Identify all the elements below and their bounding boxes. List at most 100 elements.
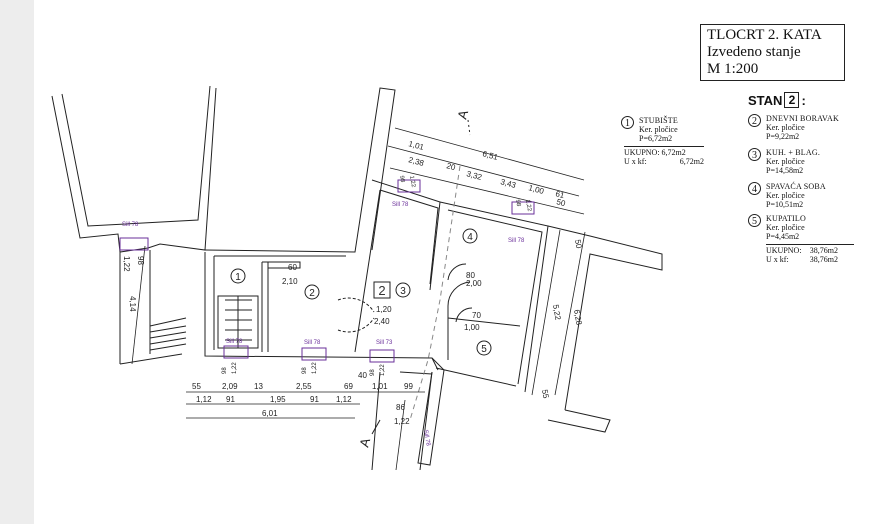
legend-room-3: 3 KUH. + BLAG. Ker. pločice P=14,58m2 <box>748 148 848 182</box>
room-marker-1 <box>230 268 246 284</box>
dim-label: 1,95 <box>270 395 286 404</box>
dim-label: 91 <box>226 395 235 404</box>
room-number-4: 4 <box>467 232 473 243</box>
room-marker-4 <box>462 228 478 244</box>
dim-label: 60 <box>288 263 297 272</box>
dim-label: 55 <box>192 382 201 391</box>
stan-number: 2 <box>784 92 800 108</box>
room-number-5: 5 <box>481 344 487 355</box>
room-floor: Ker. pločice <box>766 123 805 132</box>
dim-label: 98 <box>222 367 228 374</box>
legend-room-1: 1 STUBIŠTE Ker. pločice P=6,72m2 <box>621 116 711 156</box>
room-number-circle: 2 <box>748 114 761 127</box>
dim-label: 98 <box>302 367 308 374</box>
room-name: SPAVAĆA SOBA <box>766 182 826 191</box>
title-line-2: Izvedeno stanje <box>707 44 801 60</box>
dim-label: 3,32 <box>465 169 483 182</box>
dim-label: 98 <box>398 175 405 183</box>
dim-label: 4,14 <box>128 296 137 312</box>
dim-label: 40 <box>358 371 367 380</box>
sill-label: Sill 78 <box>422 429 431 447</box>
dim-label: 98 <box>136 256 145 265</box>
dim-label: 91 <box>310 395 319 404</box>
dim-label: 99 <box>404 382 413 391</box>
dim-label: 98 <box>514 199 521 207</box>
unit-tag: 2 <box>378 283 385 298</box>
dim-label: 20 <box>445 161 456 172</box>
dim-label: 2,00 <box>466 279 482 288</box>
dim-label: 70 <box>472 311 481 320</box>
section-mark-bottom: A <box>356 436 373 449</box>
dim-label: 1,22 <box>380 364 386 376</box>
dim-label: 1,22 <box>232 362 238 374</box>
room-name: DNEVNI BORAVAK <box>766 114 839 123</box>
room-number-3: 3 <box>400 286 406 297</box>
legend-left-totals: UKUPNO: 6,72m2 U x kf: 6,72m2 <box>624 146 704 166</box>
room-area: P=9,22m2 <box>766 132 800 141</box>
dim-label: 2,38 <box>407 155 425 168</box>
dim-label: 1,12 <box>336 395 352 404</box>
dim-label: 6,28 <box>572 309 584 326</box>
sill-label: Sill 78 <box>508 238 525 244</box>
stan-suffix: : <box>801 92 806 108</box>
coef-value: 6,72m2 <box>679 157 704 166</box>
dim-label: 2,10 <box>282 277 298 286</box>
stan-heading: STAN 2 : <box>748 92 806 108</box>
room-marker-2 <box>304 284 320 300</box>
dim-label: 1,00 <box>527 183 545 196</box>
unit-tag-box <box>373 281 391 299</box>
title-block: TLOCRT 2. KATA Izvedeno stanje M 1:200 <box>700 24 845 81</box>
title-line-3: M 1:200 <box>707 61 759 77</box>
room-floor: Ker. pločice <box>766 191 805 200</box>
sill-label: Sill 78 <box>122 222 139 228</box>
room-name: KUH. + BLAG. <box>766 148 821 157</box>
dim-label: 2,55 <box>296 382 312 391</box>
total-label: UKUPNO: <box>766 246 802 255</box>
legend-room-4: 4 SPAVAĆA SOBA Ker. pločice P=10,51m2 <box>748 182 848 216</box>
dim-label: 6,01 <box>262 409 278 418</box>
room-floor: Ker. pločice <box>639 125 678 134</box>
dim-label: 1,22 <box>408 175 416 188</box>
dim-label: 80 <box>466 271 475 280</box>
room-area: P=14,58m2 <box>766 166 804 175</box>
dim-label: 1,22 <box>122 256 131 272</box>
stan-label: STAN <box>748 92 783 108</box>
dim-label: 1,01 <box>407 139 425 152</box>
plan-room-markers: 1 2 3 4 5 <box>230 228 492 356</box>
room-floor: Ker. pločice <box>766 157 805 166</box>
room-name: KUPATILO <box>766 214 806 223</box>
room-number-circle: 1 <box>621 116 634 129</box>
sill-label: Sill 78 <box>226 339 243 345</box>
room-marker-3 <box>395 282 411 298</box>
sill-label: Sill 78 <box>304 340 321 346</box>
legend-room-2: 2 DNEVNI BORAVAK Ker. pločice P=9,22m2 <box>748 114 848 148</box>
dim-label: 6,51 <box>481 149 499 162</box>
room-floor: Ker. pločice <box>766 223 805 232</box>
dim-label: 1,22 <box>312 362 318 374</box>
sill-label: Sill 78 <box>392 202 409 208</box>
coef-label: U x kf: <box>766 255 789 264</box>
dim-label: 69 <box>344 382 353 391</box>
room-area: P=4,45m2 <box>766 232 800 241</box>
room-marker-5 <box>476 340 492 356</box>
dim-label: 1,22 <box>394 417 410 426</box>
dim-label: 3,43 <box>499 177 517 190</box>
dim-label: 86 <box>396 403 405 412</box>
room-number-circle: 4 <box>748 182 761 195</box>
legend-right-totals: UKUPNO:38,76m2 U x kf:38,76m2 <box>766 244 854 264</box>
dim-label: 1,12 <box>196 395 212 404</box>
room-number-circle: 5 <box>748 214 761 227</box>
title-line-1: TLOCRT 2. KATA <box>707 27 822 43</box>
dim-label: 2,09 <box>222 382 238 391</box>
coef-label: U x kf: <box>624 157 647 166</box>
dim-label: 13 <box>254 382 263 391</box>
sill-label: Sill 73 <box>376 340 393 346</box>
room-number-1: 1 <box>235 272 241 283</box>
dim-label: 1,01 <box>372 382 388 391</box>
dim-label: 5,22 <box>551 304 563 321</box>
dim-label: 55 <box>540 389 551 400</box>
dim-label: 2,40 <box>374 317 390 326</box>
total-label: UKUPNO: 6,72m2 <box>624 148 686 157</box>
dim-label: 98 <box>370 369 376 376</box>
